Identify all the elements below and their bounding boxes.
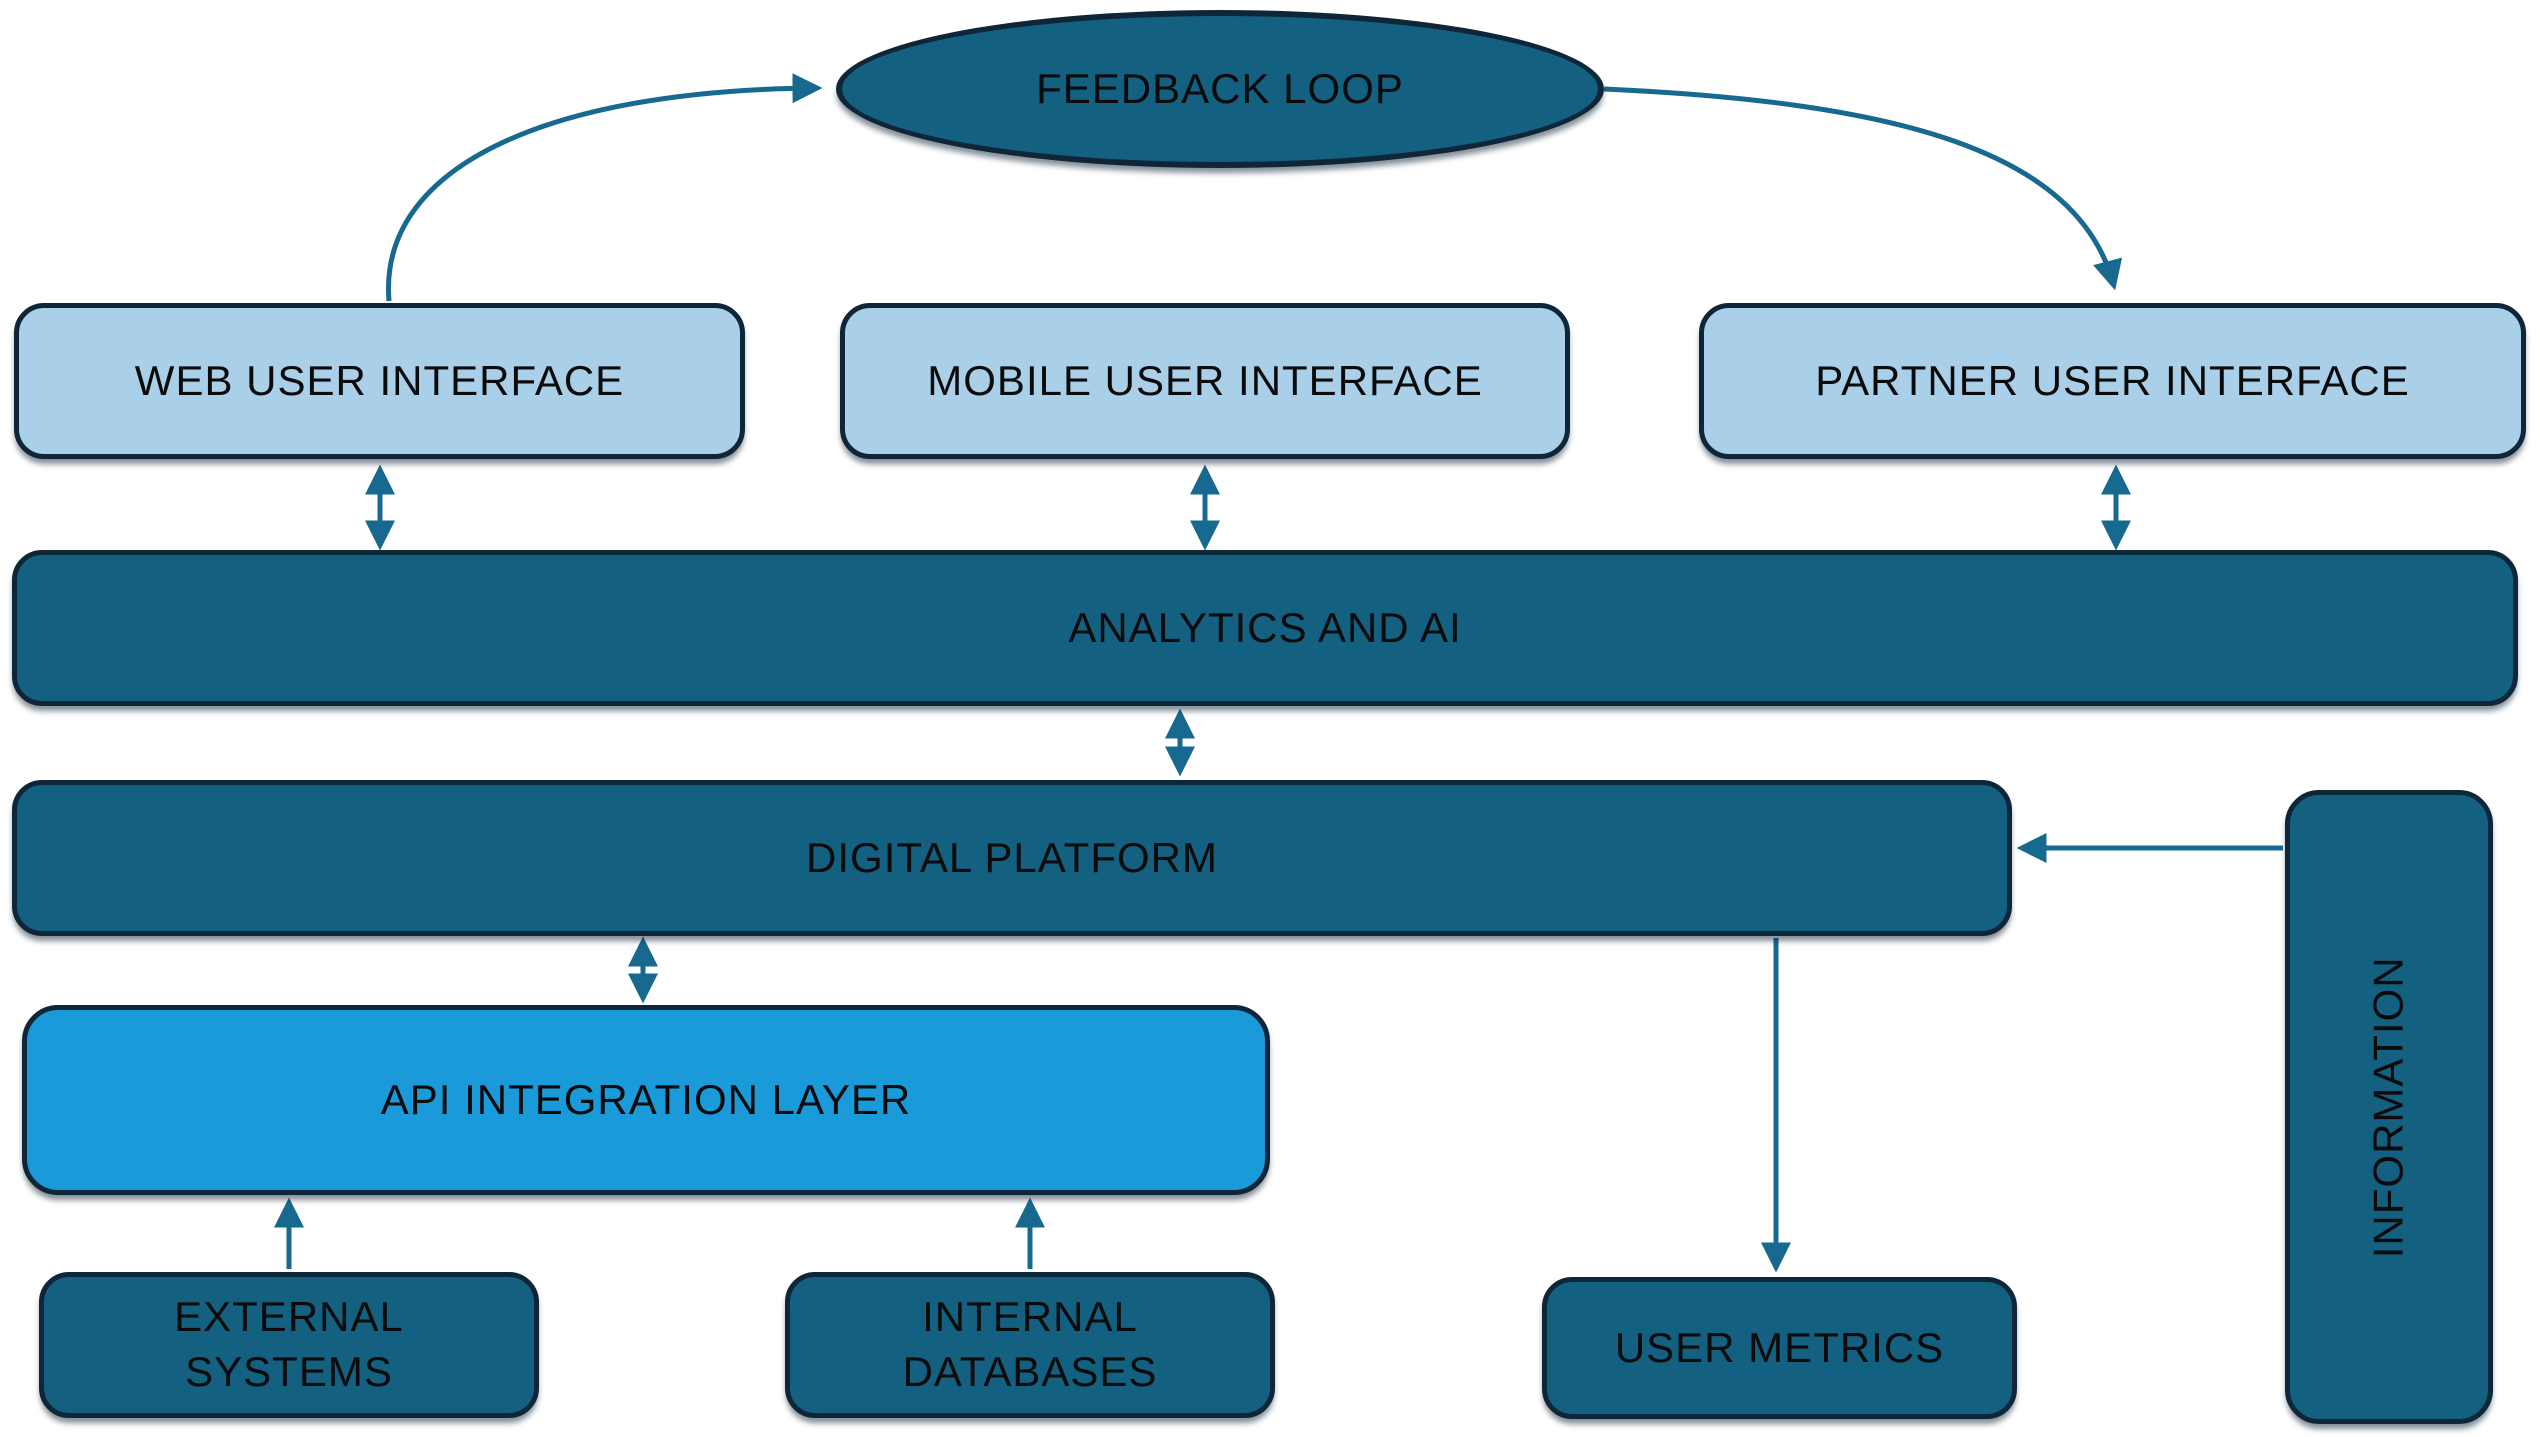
node-label: ANALYTICS AND AI: [1068, 603, 1462, 651]
node-label: INTERNAL DATABASES: [902, 1293, 1158, 1395]
node-analytics-and-ai: ANALYTICS AND AI: [12, 550, 2518, 706]
node-label: USER METRICS: [1614, 1323, 1945, 1371]
node-label: EXTERNAL SYSTEMS: [174, 1293, 404, 1395]
node-partner-user-interface: PARTNER USER INTERFACE: [1699, 303, 2526, 459]
arrow-web-to-feedback: [386, 73, 823, 302]
node-information: INFORMATION: [2285, 790, 2493, 1424]
node-mobile-user-interface: MOBILE USER INTERFACE: [840, 303, 1570, 459]
node-web-user-interface: WEB USER INTERFACE: [14, 303, 745, 459]
node-feedback-loop: FEEDBACK LOOP: [836, 10, 1604, 168]
node-label: WEB USER INTERFACE: [134, 356, 625, 404]
node-label: MOBILE USER INTERFACE: [927, 356, 1483, 404]
node-label: FEEDBACK LOOP: [1036, 64, 1404, 112]
node-label: API INTEGRATION LAYER: [380, 1075, 912, 1123]
node-label: PARTNER USER INTERFACE: [1815, 356, 2410, 404]
arrow-feedback-to-partner: [1603, 86, 2123, 291]
node-user-metrics: USER METRICS: [1542, 1277, 2017, 1419]
node-api-integration-layer: API INTEGRATION LAYER: [22, 1005, 1270, 1195]
node-external-systems: EXTERNAL SYSTEMS: [39, 1272, 539, 1418]
node-label: INFORMATION: [2364, 956, 2412, 1258]
node-internal-databases: INTERNAL DATABASES: [785, 1272, 1275, 1418]
node-label: DIGITAL PLATFORM: [806, 833, 1218, 881]
node-digital-platform: DIGITAL PLATFORM: [12, 780, 2012, 936]
